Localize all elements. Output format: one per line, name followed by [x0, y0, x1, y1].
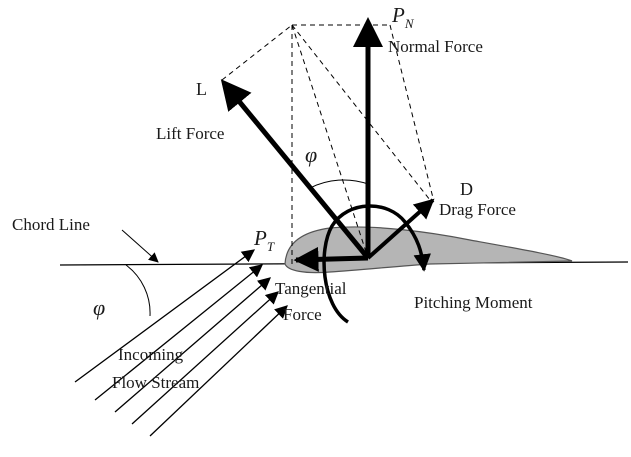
chord-line-label: Chord Line — [12, 215, 90, 234]
chord-line-pointer — [121, 229, 159, 263]
phi-arc-bottom — [125, 264, 151, 317]
drag-force-label: Drag Force — [439, 200, 516, 219]
normal-force-label: Normal Force — [388, 37, 483, 56]
pt-main: P — [253, 226, 267, 250]
airfoil-shape — [284, 226, 573, 274]
pitching-moment-label: Pitching Moment — [414, 293, 533, 312]
tangential-force-arrow — [293, 246, 369, 272]
d-label: D — [460, 179, 473, 199]
pn-label: PN — [391, 3, 415, 31]
tangential-force-label-line2: Force — [283, 305, 322, 324]
incoming-flow-lines — [74, 249, 288, 437]
phi-arc-top — [309, 179, 369, 189]
incoming-flow-label-line2: Flow Stream — [112, 373, 199, 392]
phi-label-top: φ — [305, 142, 317, 167]
pn-main: P — [391, 3, 405, 27]
phi-label-bottom: φ — [93, 295, 105, 320]
lift-force-label: Lift Force — [156, 124, 224, 143]
incoming-flow-label-line1: Incoming — [118, 345, 184, 364]
l-label: L — [196, 79, 207, 99]
pt-label: PT — [253, 226, 275, 254]
pitching-moment-arrow — [322, 204, 431, 324]
tangential-force-label-line1: Tangential — [275, 279, 347, 298]
drag-force-arrow — [366, 198, 435, 260]
lift-force-arrow — [220, 79, 370, 260]
pt-subscript: T — [267, 239, 275, 254]
pn-subscript: N — [404, 16, 415, 31]
